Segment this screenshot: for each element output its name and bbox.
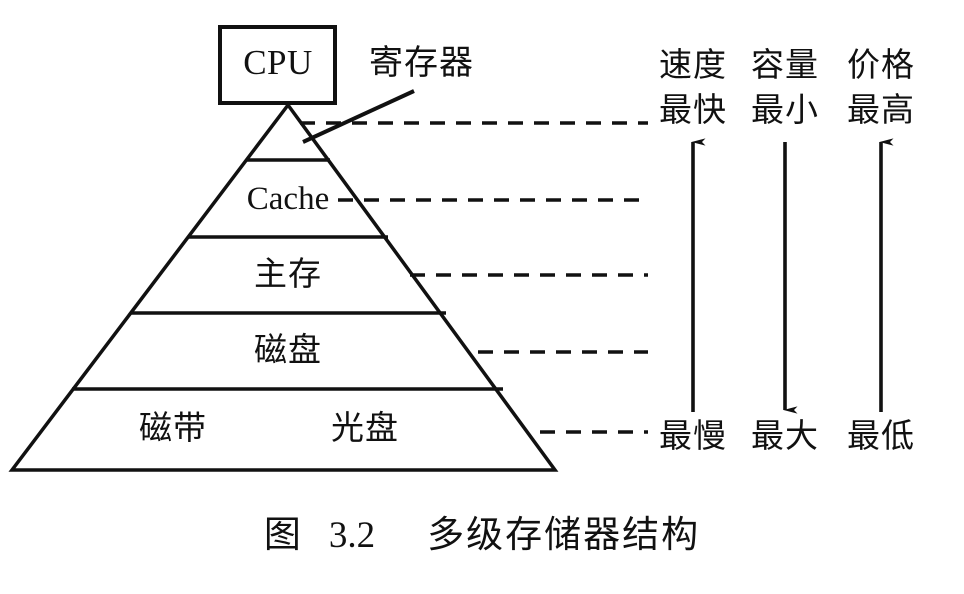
pyramid-outline <box>8 102 559 472</box>
tier-label-tape: 磁带 <box>139 408 207 447</box>
metric-bottom-price: 最低 <box>847 416 915 455</box>
register-leader-line <box>302 89 415 144</box>
pyramid-level-dividers <box>72 158 503 391</box>
register-callout-label: 寄存器 <box>369 43 474 83</box>
metric-top-capacity: 最小 <box>751 90 819 129</box>
metric-heading-capacity: 容量 <box>751 45 819 84</box>
caption-prefix: 图 <box>263 513 303 556</box>
metric-top-speed: 最快 <box>659 90 727 129</box>
cpu-label: CPU <box>243 43 313 82</box>
figure-caption: 图 3.2 多级存储器结构 <box>0 516 964 554</box>
cpu-box <box>218 25 337 105</box>
caption-number: 3.2 <box>328 515 376 556</box>
metric-bottom-capacity: 最大 <box>751 416 819 455</box>
tier-label-cache: Cache <box>246 181 330 217</box>
metric-arrows <box>691 138 894 414</box>
metric-top-price: 最高 <box>847 90 915 129</box>
tier-label-main-memory: 主存 <box>254 254 322 293</box>
tier-label-disk: 磁盘 <box>254 330 322 369</box>
caption-title: 多级存储器结构 <box>427 513 701 556</box>
metric-bottom-speed: 最慢 <box>659 416 727 455</box>
level-connector-lines <box>300 121 648 434</box>
tier-label-optical-disc: 光盘 <box>331 408 399 447</box>
metric-heading-speed: 速度 <box>659 45 727 84</box>
metric-heading-price: 价格 <box>847 45 915 84</box>
